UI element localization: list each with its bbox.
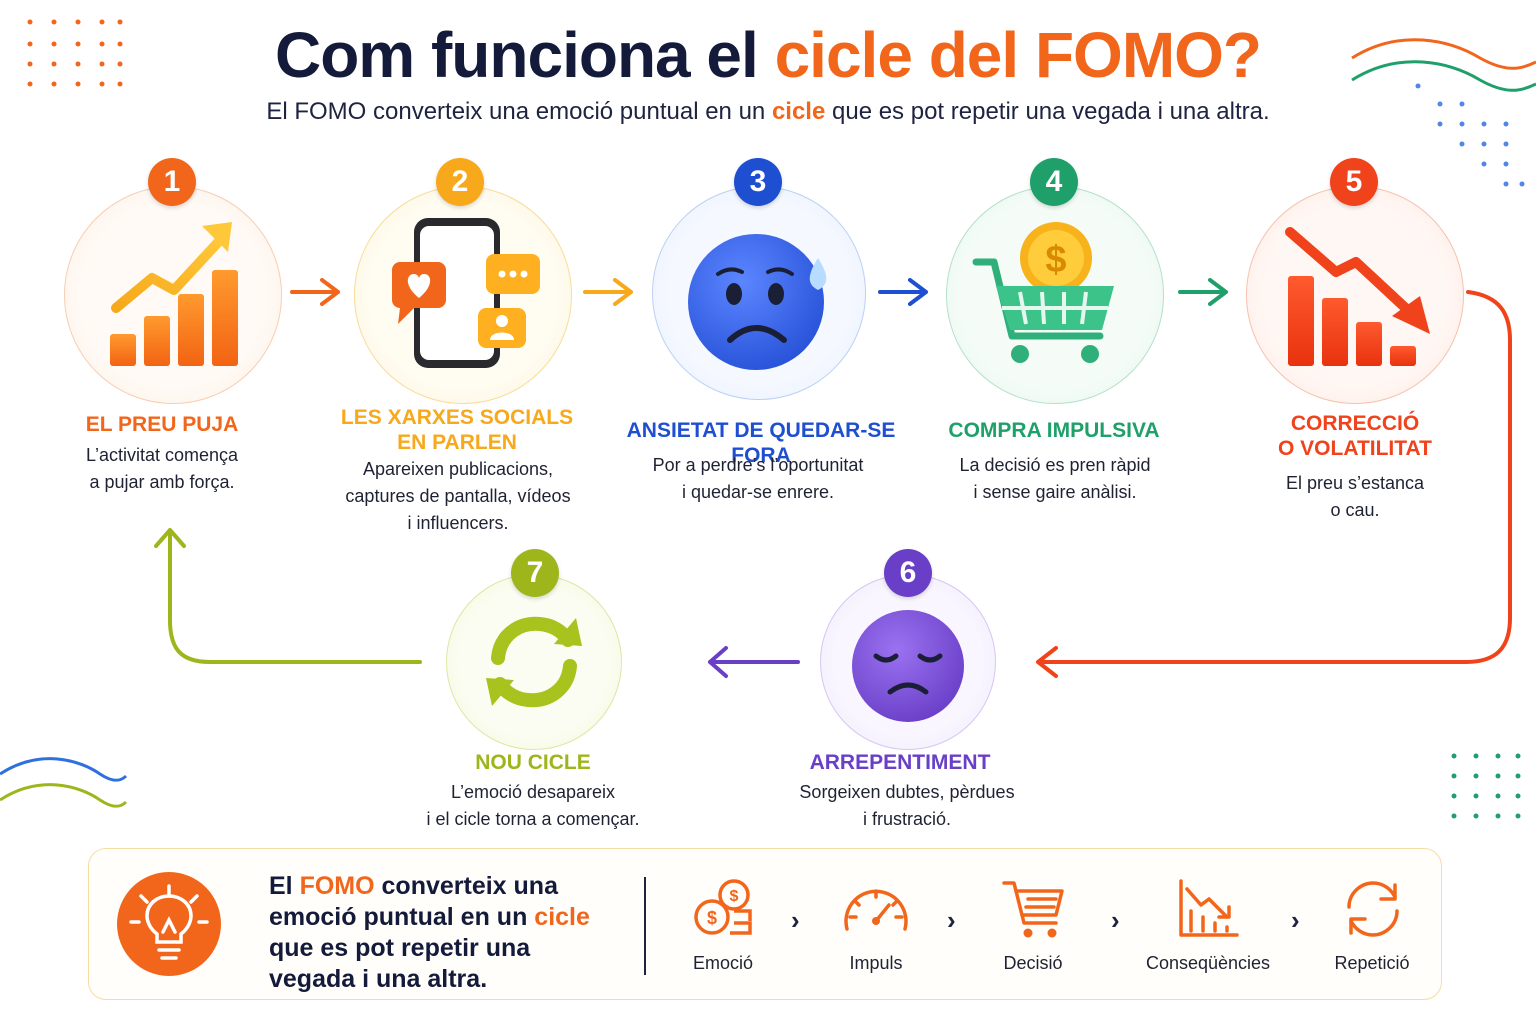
step-6-description: Sorgeixen dubtes, pèrdues i frustració.	[799, 782, 1015, 829]
blue-wave	[0, 757, 128, 782]
arrow-2-3	[583, 278, 633, 306]
title-text: Com funciona el	[274, 19, 775, 91]
orange-dot-grid	[27, 19, 123, 87]
flow-item-repeticio: Repetició	[1297, 877, 1447, 974]
step-5-title: CORRECCIÓ O VOLATILITAT	[1278, 412, 1432, 460]
repeat-icon	[1347, 881, 1399, 937]
anxious-face-icon	[688, 234, 827, 370]
subtitle-accent: cicle	[771, 98, 826, 125]
arrow-5-6	[1036, 290, 1512, 678]
arrow-3-4	[878, 278, 928, 306]
step-6-title: ARREPENTIMENT	[809, 751, 991, 774]
green-dot-grid	[1451, 753, 1521, 819]
summary-panel: El FOMO converteix una emoció puntual en…	[88, 848, 1442, 1000]
lightbulb-icon	[129, 884, 209, 960]
step-5-badge: 5	[1330, 158, 1378, 206]
step-3-badge: 3	[734, 158, 782, 206]
step-2-description: Apareixen publicacions, captures de pant…	[345, 459, 571, 533]
flow-item-impuls: Impuls	[801, 877, 951, 974]
step-5-description: El preu s’estanca o cau.	[1285, 473, 1425, 520]
svg-text:$: $	[707, 908, 717, 928]
green-wave	[1351, 60, 1536, 92]
chevron-right-icon: ›	[1291, 905, 1300, 935]
flow-label-impuls: Impuls	[849, 953, 903, 973]
orange-wave	[1351, 38, 1536, 70]
step-4-description: La decisió es pren ràpid i sense gaire a…	[959, 455, 1151, 502]
step-7-title: NOU CICLE	[475, 751, 591, 774]
shopping-cart-icon: $	[972, 222, 1114, 363]
lime-wave	[0, 783, 128, 808]
step-4-badge: 4	[1030, 158, 1078, 206]
rising-chart-icon	[110, 222, 238, 366]
title-accent: cicle del FOMO?	[774, 19, 1262, 91]
page-subtitle: El FOMO converteix una emoció puntual en…	[0, 98, 1536, 126]
step-6-badge: 6	[884, 549, 932, 597]
blue-dot-grid	[1415, 83, 1525, 187]
sad-face-icon	[852, 610, 964, 722]
page-title: Com funciona el cicle del FOMO?	[0, 18, 1536, 92]
step-7-description: L’emoció desapareix i el cicle torna a c…	[426, 782, 640, 829]
step-2-badge: 2	[436, 158, 484, 206]
step-2-title: LES XARXES SOCIALS EN PARLEN	[340, 406, 574, 454]
subtitle-text-end: que es pot repetir una vegada i una altr…	[825, 98, 1270, 125]
refresh-cycle-icon	[486, 616, 582, 708]
step-1-title: EL PREU PUJA	[85, 413, 239, 436]
flow-label-decisio: Decisió	[1003, 953, 1063, 973]
flow-item-decisio: Decisió	[958, 877, 1108, 974]
speedometer-icon	[844, 889, 908, 931]
step-3-title: ANSIETAT DE QUEDAR-SE FORA	[626, 419, 896, 467]
chevron-right-icon: ›	[1111, 905, 1120, 935]
lightbulb-badge	[117, 872, 221, 976]
chevron-right-icon: ›	[791, 905, 800, 935]
cart-icon	[1002, 881, 1064, 938]
step-4-title: COMPRA IMPULSIVA	[948, 419, 1160, 442]
summary-text-mid: converteix una emoció puntual en un	[269, 872, 558, 931]
flow-label-repeticio: Repetició	[1334, 953, 1410, 973]
summary-accent-cicle: cicle	[534, 903, 590, 931]
flow-item-emocio: $ $ Emoció	[648, 877, 798, 974]
step-5-circle	[1246, 186, 1464, 404]
summary-divider	[644, 877, 646, 975]
step-7-badge: 7	[511, 549, 559, 597]
arrow-7-1	[154, 528, 422, 664]
falling-chart-icon	[1285, 227, 1430, 366]
step-3-description: Por a perdre’s l’oportunitat i quedar-se…	[652, 455, 864, 502]
chevron-right-icon: ›	[947, 905, 956, 935]
arrow-1-2	[290, 278, 340, 306]
summary-accent-fomo: FOMO	[299, 872, 375, 900]
arrow-4-5	[1178, 278, 1228, 306]
step-1-description: L’activitat comença a pujar amb força.	[85, 445, 239, 492]
summary-text-end: que es pot repetir una vegada i una altr…	[269, 934, 531, 993]
step-7-circle	[446, 574, 622, 750]
flow-label-emocio: Emoció	[692, 953, 754, 973]
step-1-circle	[64, 186, 282, 404]
svg-text:$: $	[730, 888, 739, 905]
flow-label-consequencies: Conseqüències	[1145, 953, 1271, 973]
coins-icon: $ $	[694, 879, 752, 935]
step-1-badge: 1	[148, 158, 196, 206]
flow-item-consequencies: Conseqüències	[1133, 877, 1283, 974]
smartphone-social-icon	[392, 218, 540, 368]
summary-text-start: El	[269, 872, 300, 900]
svg-text:$: $	[1045, 239, 1066, 281]
subtitle-text: El FOMO converteix una emoció puntual en…	[266, 98, 772, 125]
arrow-6-7	[708, 646, 800, 678]
summary-text: El FOMO converteix una emoció puntual en…	[269, 871, 599, 995]
decline-chart-icon	[1179, 879, 1239, 937]
